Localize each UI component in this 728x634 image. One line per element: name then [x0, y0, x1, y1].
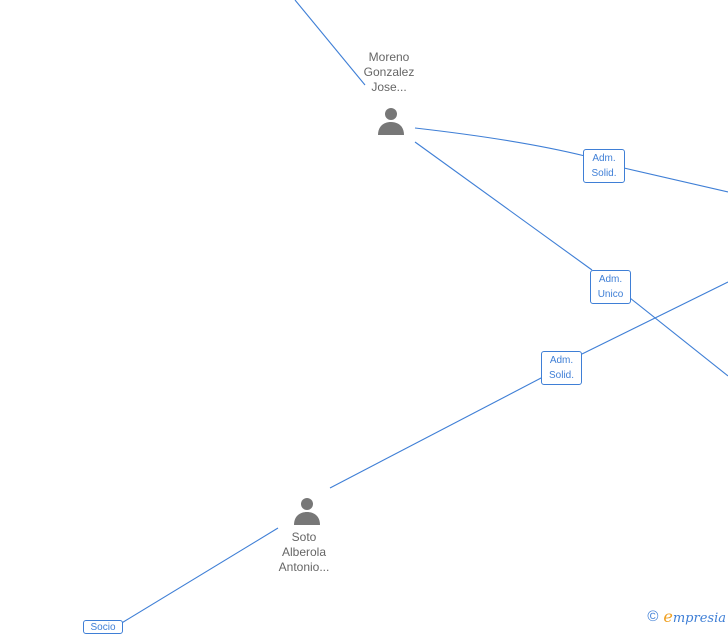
role-badge-line: Unico: [597, 289, 624, 300]
footer-brand: © empresia: [647, 607, 726, 626]
node-label-soto[interactable]: Soto Alberola Antonio...: [249, 530, 359, 575]
role-badge-line: Solid.: [548, 370, 574, 381]
edge-adm-solid-2-right: [581, 281, 728, 355]
edge-moreno-adm-unico: [414, 141, 593, 271]
node-soto-line-1: Soto: [291, 530, 317, 544]
copyright-icon: ©: [647, 608, 659, 625]
person-icon[interactable]: [292, 495, 322, 525]
edge-soto-socio: [119, 527, 279, 625]
role-badge-adm-unico[interactable]: Adm. Unico: [590, 270, 631, 304]
node-moreno-line-2: Gonzalez: [363, 65, 415, 79]
role-badge-adm-solid-2[interactable]: Adm. Solid.: [541, 351, 582, 385]
edge-adm-unico-right: [629, 297, 728, 377]
role-badge-socio[interactable]: Socio: [83, 620, 123, 634]
node-soto-line-2: Alberola: [281, 545, 327, 559]
role-badge-line: Adm.: [592, 153, 616, 164]
person-icon[interactable]: [376, 105, 406, 135]
role-badge-line: Solid.: [591, 168, 617, 179]
role-badge-line: Adm.: [549, 355, 574, 366]
node-moreno-line-1: Moreno: [368, 50, 410, 64]
node-moreno-line-3: Jose...: [371, 80, 407, 94]
node-soto-line-3: Antonio...: [278, 560, 330, 574]
edge-adm-solid-1-right: [623, 167, 728, 193]
role-badge-adm-solid-1[interactable]: Adm. Solid.: [583, 149, 625, 183]
edge-moreno-adm-solid-1: [414, 127, 586, 157]
brand-initial: e: [663, 607, 673, 626]
brand-name: mpresia: [672, 611, 726, 626]
edge-soto-adm-solid-2: [329, 376, 544, 489]
node-label-moreno[interactable]: Moreno Gonzalez Jose...: [334, 50, 444, 95]
role-badge-line: Socio: [90, 622, 116, 633]
edge-moreno-top: [294, 0, 366, 86]
role-badge-line: Adm.: [598, 274, 623, 285]
brand-logo[interactable]: empresia: [663, 607, 726, 626]
